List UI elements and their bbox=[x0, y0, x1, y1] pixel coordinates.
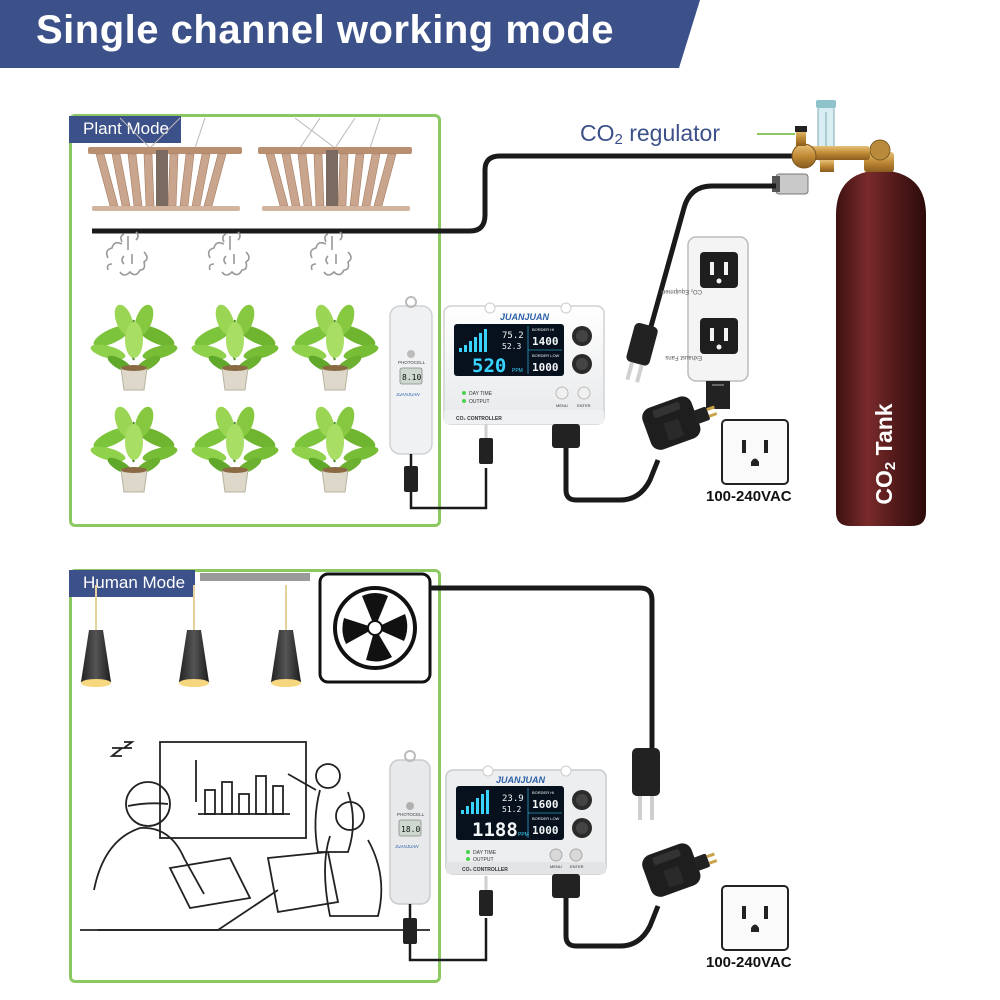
human-border-hi-label: BORDER HI bbox=[532, 790, 554, 795]
human-outlet-plug bbox=[642, 843, 718, 897]
title-banner bbox=[0, 0, 700, 68]
human-border-hi-value: 1600 bbox=[532, 798, 559, 811]
plant-outlet-voltage: 100-240VAC bbox=[706, 488, 792, 505]
plant-menu-label: MENU bbox=[556, 403, 568, 408]
plant-co2-unit: PPM bbox=[512, 368, 523, 374]
human-sensor-brand: JUANJUAN bbox=[394, 844, 419, 849]
plant-outlet-plug bbox=[642, 396, 718, 450]
plant-mode-tag: Plant Mode bbox=[69, 116, 181, 143]
plant-humidity-reading: 52.3 bbox=[502, 342, 521, 351]
plant-4 bbox=[88, 403, 180, 493]
solenoid-plug bbox=[625, 322, 658, 383]
plant-1 bbox=[88, 301, 180, 391]
human-mode-frame bbox=[69, 569, 441, 983]
human-sensor-label: PHOTOCELL bbox=[397, 812, 425, 817]
plant-controller-power-cable bbox=[563, 424, 661, 503]
grow-light-wires bbox=[119, 117, 381, 149]
plant-mode-frame bbox=[69, 114, 441, 527]
plant-5 bbox=[189, 403, 281, 493]
human-outlet-voltage: 100-240VAC bbox=[706, 954, 792, 971]
human-fan-power-cable bbox=[430, 585, 655, 752]
plant-controller-plug bbox=[552, 424, 580, 448]
plant-border-low-value: 1000 bbox=[532, 361, 559, 374]
plant-co2-reading: 520 bbox=[472, 355, 506, 377]
human-enter-label: ENTER bbox=[570, 864, 584, 869]
pendant-lamps bbox=[81, 585, 301, 687]
regulator-label-sub: 2 bbox=[614, 131, 623, 148]
co2-release-icon-2 bbox=[207, 231, 250, 276]
human-border-low-label: BORDER LOW bbox=[532, 816, 560, 821]
strip-label-co2: CO₂ Equipment bbox=[660, 288, 702, 294]
human-mode-tag: Human Mode bbox=[69, 570, 196, 597]
plant-3 bbox=[289, 301, 381, 391]
page-title: Single channel working mode bbox=[36, 8, 615, 52]
co2-tank-label: CO2 Tank bbox=[871, 399, 899, 509]
co2-regulator-label: CO2 regulator bbox=[580, 120, 720, 148]
plant-2 bbox=[189, 301, 281, 391]
human-controller-brand: JUANJUAN bbox=[496, 775, 546, 785]
plant-day-time-label: DAY TIME bbox=[469, 391, 493, 397]
strip-label-fans: Exhaust Fans bbox=[665, 354, 702, 360]
plant-co2-controller bbox=[443, 302, 605, 425]
plant-sensor-label: PHOTOCELL bbox=[398, 360, 426, 365]
plant-6 bbox=[289, 403, 381, 493]
human-co2-unit: PPM bbox=[518, 832, 529, 838]
plant-border-low-label: BORDER LOW bbox=[532, 353, 560, 358]
human-humidity-reading: 51.2 bbox=[502, 805, 521, 814]
tank-label-co: CO bbox=[871, 470, 897, 505]
human-sensor-reading: 18.0 bbox=[401, 825, 420, 834]
human-fan-plug bbox=[632, 748, 660, 820]
human-co2-controller bbox=[445, 765, 607, 875]
plant-border-hi-value: 1400 bbox=[532, 335, 559, 348]
ceiling-rail bbox=[200, 573, 310, 581]
plant-sensor-brand: JUANJUAN bbox=[395, 392, 420, 397]
solenoid-cable bbox=[647, 183, 776, 331]
plant-wall-outlet bbox=[721, 419, 789, 485]
plant-sensor-reading: 8.10 bbox=[402, 373, 421, 382]
plant-border-hi-label: BORDER HI bbox=[532, 327, 554, 332]
co2-release-icon-1 bbox=[105, 231, 148, 276]
plant-enter-label: ENTER bbox=[577, 403, 591, 408]
plant-sensor-cable bbox=[409, 454, 488, 510]
co2-hose bbox=[92, 153, 800, 234]
office-meeting-sketch bbox=[80, 741, 430, 931]
human-wall-outlet bbox=[721, 885, 789, 951]
plant-controller-brand: JUANJUAN bbox=[500, 312, 550, 322]
human-controller-plug bbox=[552, 874, 580, 898]
led-grow-light-1 bbox=[88, 147, 242, 211]
co2-tank bbox=[836, 139, 926, 526]
human-sensor-cable bbox=[408, 904, 488, 962]
plant-controller-footer: CO₂ CONTROLLER bbox=[456, 416, 502, 422]
human-controller-footer: CO₂ CONTROLLER bbox=[462, 867, 508, 873]
human-border-low-value: 1000 bbox=[532, 824, 559, 837]
co2-release-icon-3 bbox=[309, 231, 352, 276]
power-strip bbox=[687, 236, 749, 409]
regulator-label-rest: regulator bbox=[622, 120, 721, 146]
human-menu-label: MENU bbox=[550, 864, 562, 869]
human-output-label: OUTPUT bbox=[473, 857, 494, 863]
tank-label-rest: Tank bbox=[871, 403, 897, 462]
human-photocell-sensor bbox=[389, 750, 431, 905]
tank-label-sub: 2 bbox=[882, 461, 899, 471]
exhaust-fan-icon bbox=[318, 572, 432, 684]
led-grow-light-2 bbox=[258, 147, 412, 211]
human-co2-reading: 1188 bbox=[472, 819, 518, 841]
human-controller-power-cable bbox=[563, 874, 661, 949]
human-temp-reading: 23.9 bbox=[502, 794, 524, 804]
plant-photocell-sensor bbox=[389, 296, 433, 455]
plant-temp-reading: 75.2 bbox=[502, 331, 524, 341]
plant-output-label: OUTPUT bbox=[469, 399, 490, 405]
human-day-time-label: DAY TIME bbox=[473, 850, 497, 856]
regulator-label-co: CO bbox=[580, 120, 615, 146]
